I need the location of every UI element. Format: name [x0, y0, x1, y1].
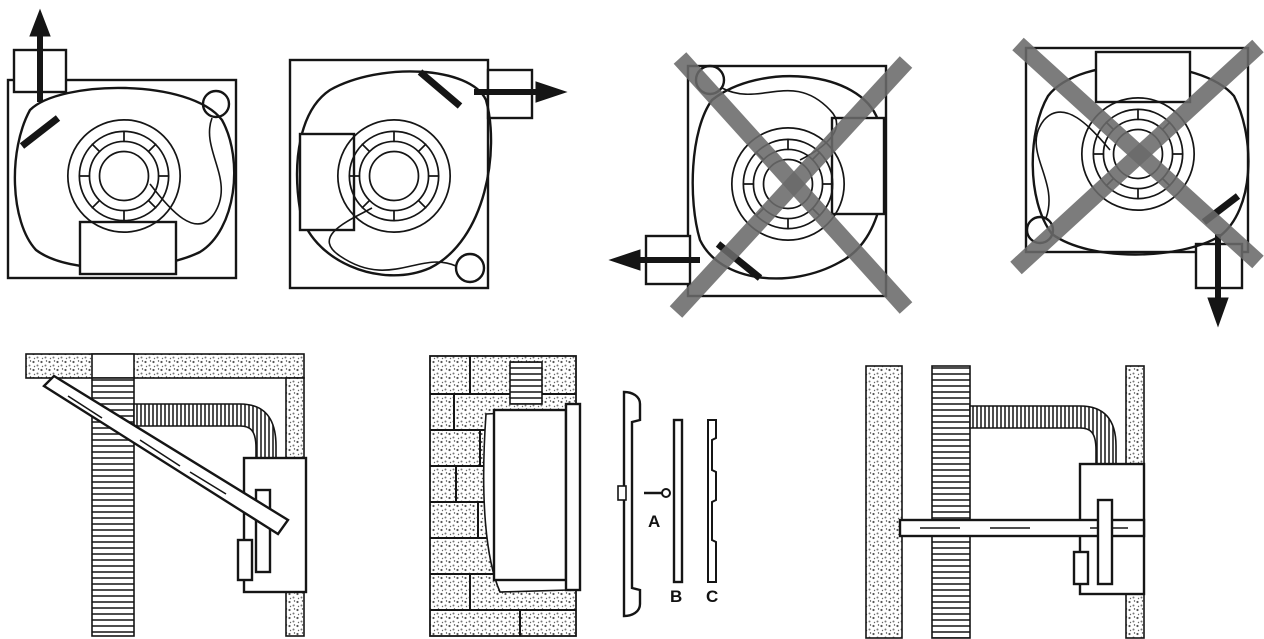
cross-out-mark [1010, 37, 1264, 275]
screw-icon [644, 488, 671, 498]
between-walls-diagram [865, 365, 1146, 639]
arrow-right-icon [474, 81, 568, 103]
arrow-down-icon [1207, 234, 1229, 328]
wall-mount-diagram [429, 355, 582, 637]
label-b: B [670, 587, 682, 606]
fan-incorrect-outlet-down [1010, 37, 1264, 328]
arrow-left-icon [608, 249, 700, 271]
fan-incorrect-outlet-left [608, 52, 913, 318]
arrow-up-icon [29, 8, 51, 102]
label-c: C [706, 587, 718, 606]
ceiling-mount-diagram [25, 353, 308, 637]
label-a: A [648, 512, 660, 531]
fan-correct-outlet-up [6, 8, 238, 280]
cross-out-mark [669, 52, 913, 318]
fan-correct-outlet-right [288, 58, 568, 290]
cover-parts: A B C [617, 390, 718, 618]
